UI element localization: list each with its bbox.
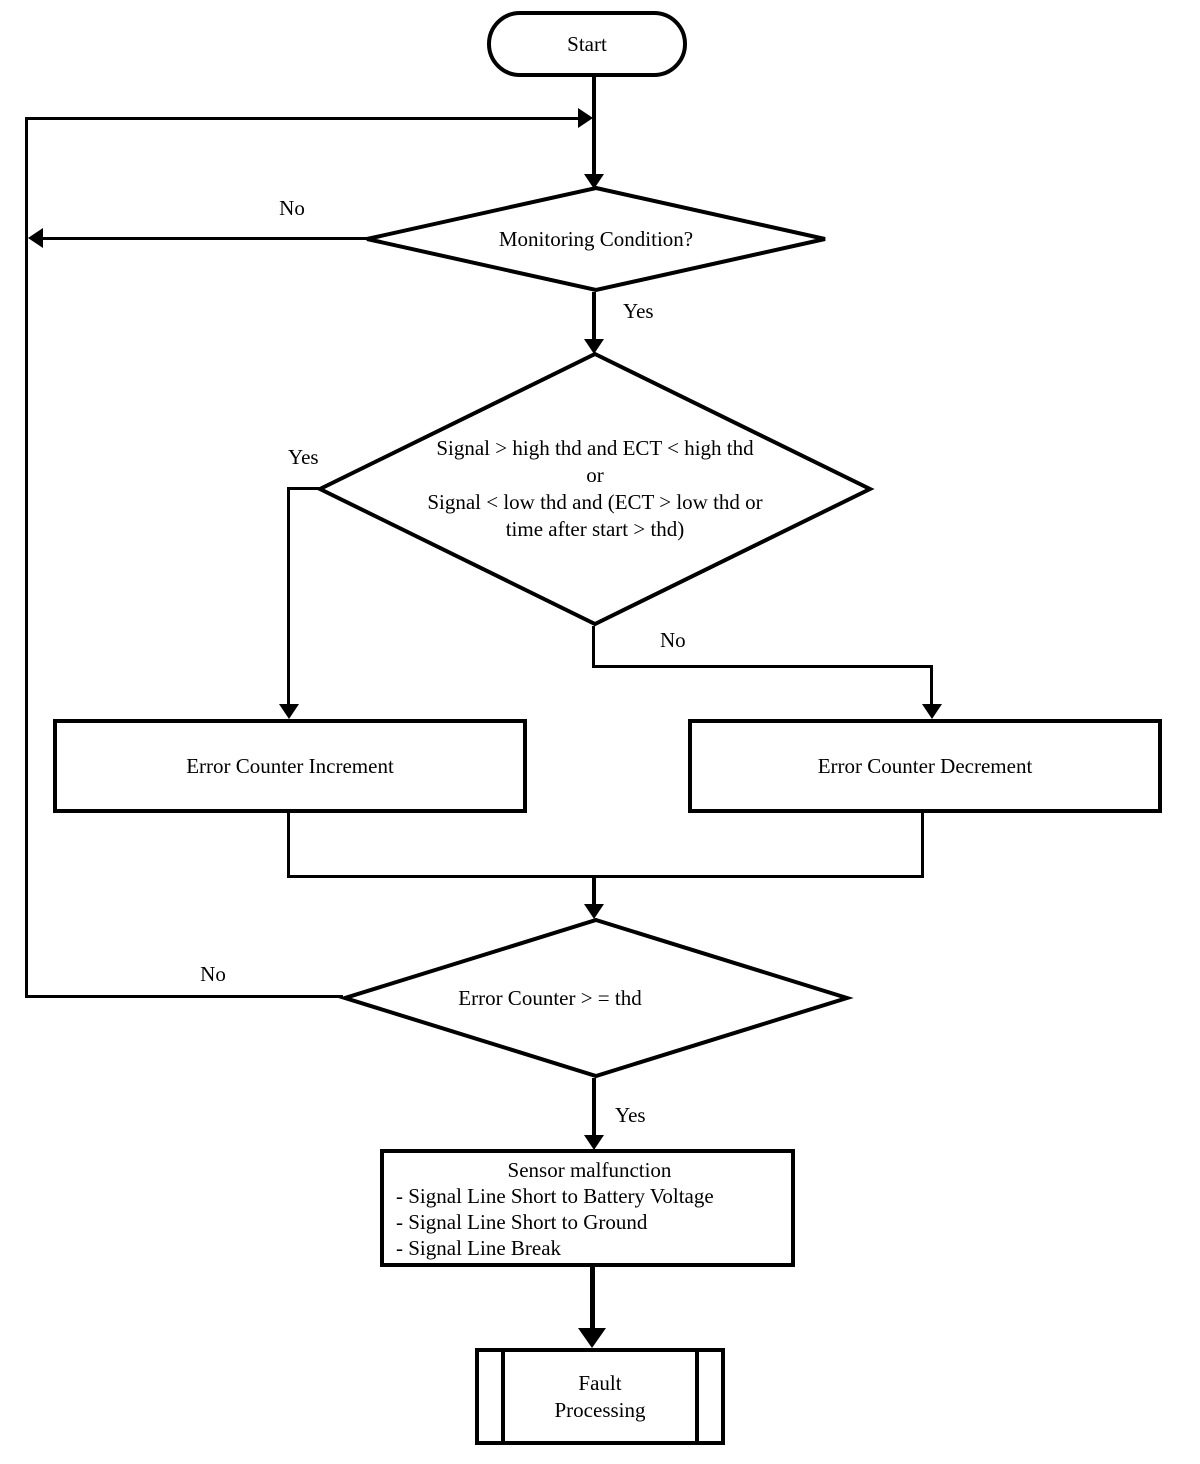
signal-yes-line bbox=[287, 487, 290, 704]
loopback-top-line bbox=[25, 117, 578, 120]
arrowhead-loopback-into-main bbox=[578, 108, 593, 128]
fault-right-bar bbox=[695, 1352, 699, 1441]
signal-decision bbox=[315, 351, 875, 627]
malfunction-item: - Signal Line Break bbox=[396, 1236, 562, 1260]
fault-label-line: Processing bbox=[554, 1397, 646, 1422]
merge-left-line bbox=[287, 813, 290, 878]
connector-merge-to-threshold bbox=[592, 875, 596, 906]
signal-diamond-shape bbox=[315, 351, 875, 627]
monitoring-diamond-shape bbox=[366, 185, 826, 293]
decrement-box: Error Counter Decrement bbox=[688, 719, 1162, 813]
threshold-yes-label: Yes bbox=[615, 1103, 646, 1127]
fault-label-line: Fault bbox=[578, 1370, 622, 1395]
fault-label: Fault Processing bbox=[507, 1352, 693, 1441]
connector-monitoring-to-signal bbox=[592, 292, 596, 339]
malfunction-box: Sensor malfunction - Signal Line Short t… bbox=[380, 1149, 795, 1267]
signal-no-line bbox=[930, 665, 933, 704]
connector-start-to-monitoring bbox=[592, 77, 596, 174]
monitoring-no-line bbox=[42, 237, 367, 240]
arrowhead-monitoring-no bbox=[28, 228, 43, 248]
signal-yes-label: Yes bbox=[288, 445, 319, 469]
monitoring-yes-label: Yes bbox=[623, 299, 654, 323]
signal-yes-stub bbox=[287, 487, 320, 490]
start-label: Start bbox=[567, 31, 607, 56]
monitoring-decision bbox=[366, 185, 826, 293]
threshold-no-label: No bbox=[200, 962, 226, 986]
malfunction-item: - Signal Line Short to Ground bbox=[396, 1210, 648, 1234]
threshold-yes-line bbox=[592, 1078, 596, 1135]
threshold-decision bbox=[338, 917, 854, 1079]
decrement-label: Error Counter Decrement bbox=[817, 753, 1033, 778]
loopback-left-rail bbox=[25, 117, 28, 998]
signal-no-across bbox=[592, 665, 933, 668]
arrowhead-into-malfunction bbox=[584, 1135, 604, 1150]
arrowhead-into-decrement bbox=[922, 704, 942, 719]
arrowhead-into-fault bbox=[578, 1328, 606, 1348]
fault-box: Fault Processing bbox=[475, 1348, 725, 1445]
malfunction-title: Sensor malfunction bbox=[507, 1158, 672, 1182]
fault-left-bar bbox=[501, 1352, 505, 1441]
increment-box: Error Counter Increment bbox=[53, 719, 527, 813]
threshold-diamond-shape bbox=[338, 917, 854, 1079]
signal-no-drop bbox=[592, 626, 595, 668]
start-node: Start bbox=[487, 11, 687, 77]
arrowhead-into-signal bbox=[584, 339, 604, 354]
merge-across-line bbox=[287, 875, 924, 878]
merge-right-line bbox=[921, 813, 924, 878]
malfunction-item: - Signal Line Short to Battery Voltage bbox=[396, 1184, 714, 1208]
arrowhead-into-monitoring bbox=[584, 174, 604, 189]
monitoring-no-label: No bbox=[279, 196, 305, 220]
threshold-no-line bbox=[25, 995, 343, 998]
signal-no-label: No bbox=[660, 628, 686, 652]
connector-malfunction-to-fault bbox=[590, 1267, 595, 1328]
increment-label: Error Counter Increment bbox=[186, 753, 394, 778]
arrowhead-into-increment bbox=[279, 704, 299, 719]
arrowhead-into-threshold bbox=[584, 904, 604, 919]
